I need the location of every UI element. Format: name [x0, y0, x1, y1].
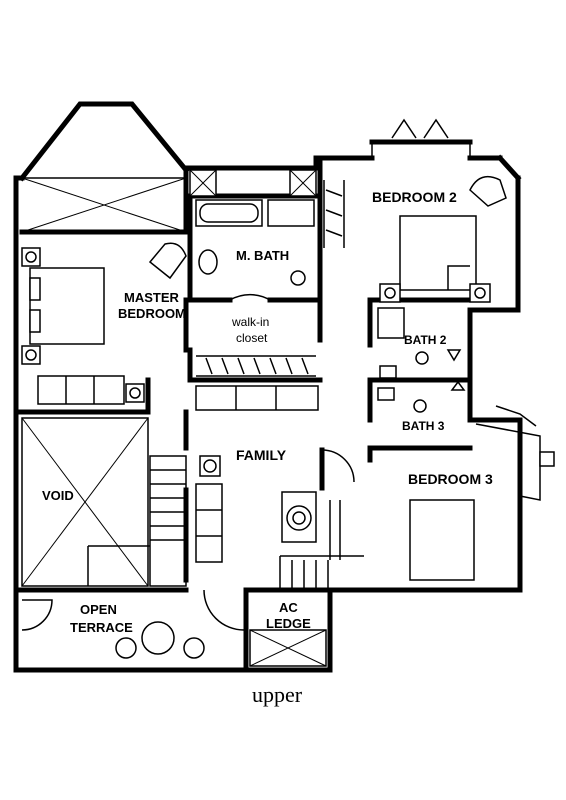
label-walkin-closet-2: closet [236, 331, 268, 345]
bedroom2-wardrobe [323, 180, 345, 248]
label-open-terrace-1: OPEN [80, 602, 117, 617]
label-void: VOID [42, 488, 74, 503]
ac-ledge-hatch [249, 629, 327, 667]
master-bed [21, 247, 105, 365]
family-sofa [195, 385, 319, 563]
label-master-bedroom-1: MASTER [124, 290, 180, 305]
label-bath-2: BATH 2 [404, 333, 447, 347]
bedroom2-window [371, 118, 471, 158]
stair [87, 455, 364, 590]
label-bath-3: BATH 3 [402, 419, 445, 433]
exterior-walls [13, 139, 523, 673]
bedroom2-bed [379, 175, 507, 303]
bath2-fixtures [377, 307, 462, 379]
label-ac-ledge-1: AC [279, 600, 298, 615]
master-armchair [148, 242, 187, 280]
void-area [21, 417, 149, 587]
master-sofa [37, 375, 145, 405]
closet-shelves [196, 293, 316, 377]
label-ac-ledge-2: LEDGE [266, 616, 311, 631]
mbath-fixtures [189, 169, 317, 286]
label-bedroom-3: BEDROOM 3 [408, 471, 493, 487]
terrace-furniture [21, 589, 245, 659]
label-master-bedroom-2: BEDROOM [118, 306, 186, 321]
label-bedroom-2: BEDROOM 2 [372, 189, 457, 205]
label-m-bath: M. BATH [236, 248, 289, 263]
label-family: FAMILY [236, 447, 287, 463]
label-open-terrace-2: TERRACE [70, 620, 133, 635]
bath3-fixtures [377, 380, 466, 413]
family-fireplace [281, 449, 355, 560]
plan-caption: upper [252, 682, 303, 707]
bay-window [18, 101, 190, 233]
label-walkin-closet-1: walk-in [231, 315, 269, 329]
bedroom3-bed [409, 405, 555, 581]
